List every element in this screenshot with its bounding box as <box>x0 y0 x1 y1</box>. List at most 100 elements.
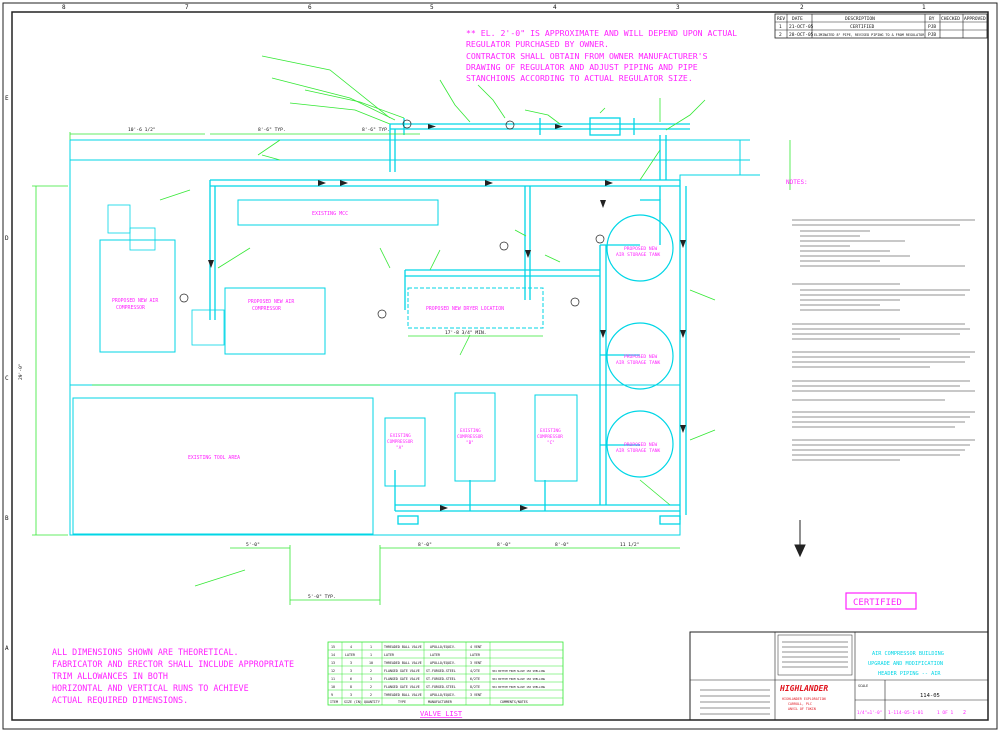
valve-cell: FLANGED GATE VALVE <box>384 669 420 673</box>
valve-cell: 3 VENT <box>470 661 482 665</box>
valve-cell: 8/2TE <box>470 685 480 689</box>
valve-cell: 4 VENT <box>470 645 482 649</box>
bottom-note-line: HORIZONTAL AND VERTICAL RUNS TO ACHIEVE <box>52 683 249 693</box>
grid-top-numbers: 8 7 6 5 4 3 2 1 <box>62 4 926 11</box>
bottom-note-line: FABRICATOR AND ERECTOR SHALL INCLUDE APP… <box>52 659 294 669</box>
grid-letter: E <box>5 95 9 102</box>
valve-header: COMMENTS/NOTES <box>500 700 528 704</box>
existing-compressor-a <box>384 417 426 487</box>
valve-list: 15 4 1 THREADED BALL VALVE APOLLO/EQUIV.… <box>327 641 564 718</box>
grid-number: 3 <box>676 4 680 11</box>
rev-header: APPROVED <box>964 16 986 22</box>
title-block-frame <box>689 631 989 721</box>
rev-header: DESCRIPTION <box>845 16 875 22</box>
top-note-line: CONTRACTOR SHALL OBTAIN FROM OWNER MANUF… <box>466 51 708 61</box>
compressor-2-aux <box>191 309 225 346</box>
project-title: HEADER PIPING -- AIR <box>878 671 941 677</box>
item-bubbles <box>179 119 605 319</box>
valve-cell: 2 <box>370 685 372 689</box>
compressor-c-label: EXISTING <box>540 428 561 434</box>
compressor-1-label: COMPRESSOR <box>116 305 145 311</box>
sheet-number: 1 OF 1 <box>937 710 954 716</box>
tank-2-label: PROPOSED NEW <box>624 354 657 360</box>
valve-cell: 15 <box>331 645 335 649</box>
grid-number: 2 <box>800 4 804 11</box>
valve-cell: 2 <box>370 693 372 697</box>
valve-cell: 304 BOTTOM FROM SLAVE 150 SHELLING <box>492 677 546 681</box>
compressor-b-label: COMPRESSOR <box>457 434 483 440</box>
valve-cell: 10 <box>331 685 335 689</box>
compressor-1-aux <box>107 204 131 234</box>
valve-list-title: VALVE LIST <box>420 710 463 718</box>
grid-letter: C <box>5 375 9 382</box>
valve-cell: THREADED BALL VALVE <box>384 693 422 697</box>
compressor-c-label: COMPRESSOR <box>537 434 563 440</box>
dim-label: 11 1/2" <box>620 542 639 548</box>
valve-list-frame <box>327 641 564 706</box>
rev-number: 2 <box>963 710 966 716</box>
valve-cell: 10 <box>369 661 373 665</box>
existing-mcc-label: EXISTING MCC <box>312 211 348 217</box>
owner-line: HIGHLANDER EXPLORATION <box>782 697 826 701</box>
valve-header: TYPE <box>398 700 406 704</box>
compressor-2-label: COMPRESSOR <box>252 306 281 312</box>
compressor-b-label: EXISTING <box>460 428 481 434</box>
valve-cell: ST-FORGED-STEEL <box>426 685 456 689</box>
dimension-lines <box>32 132 791 605</box>
compressor-c-label: "C" <box>547 440 555 446</box>
compressor-1-label: PROPOSED NEW AIR <box>112 298 158 304</box>
valve-cell: 11 <box>331 677 335 681</box>
valve-cell: THREADED BALL VALVE <box>384 661 422 665</box>
grid-number: 1 <box>922 4 926 11</box>
valve-cell: LATER <box>430 653 440 657</box>
bottom-note-line: ACTUAL REQUIRED DIMENSIONS. <box>52 695 188 705</box>
top-note-line: STANCHIONS ACCORDING TO ACTUAL REGULATOR… <box>466 73 693 83</box>
rev-header: REV <box>777 16 785 22</box>
tank-1-label: AIR STORAGE TANK <box>616 252 660 258</box>
grid-number: 7 <box>185 4 189 11</box>
valve-header: MANUFACTURER <box>428 700 452 704</box>
compressor-a-label: COMPRESSOR <box>387 439 413 445</box>
valve-cell: 3 VENT <box>470 693 482 697</box>
scale-value: 1/4"=1'-0" <box>857 710 882 715</box>
grid-letter: A <box>5 645 9 652</box>
dim-label: 10'-6 1/2" <box>128 127 156 133</box>
owner-line: CARROLL, PLC <box>788 702 812 706</box>
owner-line: ANVIL OF TOKIN <box>788 707 816 711</box>
valve-cell: 4 <box>350 645 352 649</box>
rev-cell: 21-OCT-05 <box>789 24 814 30</box>
sheet-border-inner <box>11 11 989 721</box>
valve-cell: 6 <box>350 677 352 681</box>
existing-tool-area <box>72 397 374 535</box>
grid-number: 8 <box>62 4 66 11</box>
valve-cell: 14 <box>331 653 335 657</box>
company-logo: HIGHLANDER <box>779 684 828 693</box>
drawing-number: 114-05 <box>920 693 940 699</box>
valve-cell: 6/2TE <box>470 677 480 681</box>
callout-leaders <box>159 55 716 587</box>
rev-cell: CERTIFIED <box>850 24 875 30</box>
valve-header: ITEM <box>330 700 338 704</box>
north-arrow-icon <box>794 520 806 558</box>
air-storage-tank-2 <box>606 322 674 390</box>
grid-number: 4 <box>553 4 557 11</box>
valve-cell: APOLLO/EQUIV. <box>430 693 456 697</box>
compressor-2-label: PROPOSED NEW AIR <box>248 299 294 305</box>
rev-header: BY <box>929 16 935 22</box>
dim-label: 17'-8 3/4" MIN. <box>445 330 487 336</box>
compressor-a-label: EXISTING <box>390 433 411 439</box>
existing-compressor-c <box>534 394 578 482</box>
valve-cell: ST-FORGED-STEEL <box>426 669 456 673</box>
building-outline <box>69 139 760 536</box>
top-note-line: ** EL. 2'-0" IS APPROXIMATE AND WILL DEP… <box>466 28 737 38</box>
valve-cell: 1 <box>370 645 372 649</box>
existing-mcc <box>237 199 439 226</box>
valve-cell: 9 <box>331 693 333 697</box>
proposed-air-compressor-2 <box>224 287 326 355</box>
rev-cell: 2 <box>779 32 782 38</box>
compressor-1-aux <box>129 227 156 251</box>
grid-side-letters: E D C B A <box>5 95 9 652</box>
top-note-line: DRAWING OF REGULATOR AND ADJUST PIPING A… <box>466 62 698 72</box>
project-title: AIR COMPRESSOR BUILDING <box>872 651 944 657</box>
